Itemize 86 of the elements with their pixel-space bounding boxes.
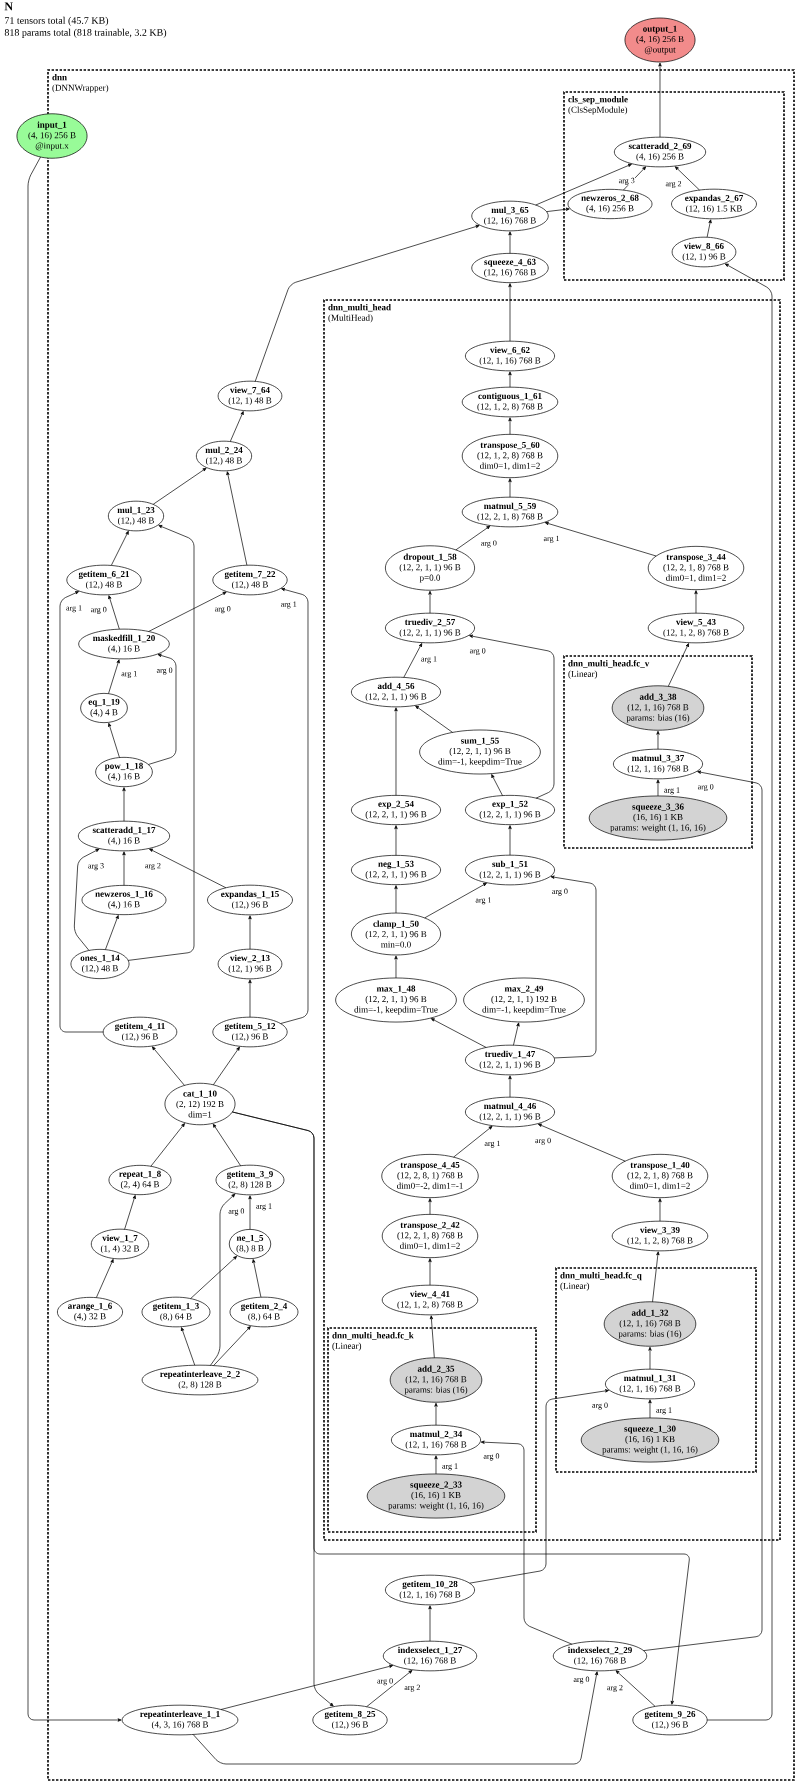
- arrow: [232, 1111, 690, 1705]
- arrow: [149, 848, 227, 889]
- arrow: [252, 1259, 262, 1298]
- arrow: [615, 1670, 656, 1707]
- arrow: [706, 263, 773, 1721]
- arrow: [220, 1664, 394, 1710]
- arrow: [152, 467, 207, 505]
- arrow: [429, 1315, 435, 1359]
- arrow: [105, 915, 119, 950]
- arrow: [623, 166, 647, 191]
- arrow: [248, 979, 252, 1018]
- arrow: [415, 705, 453, 733]
- arrow: [212, 1123, 241, 1167]
- arrow: [508, 371, 512, 388]
- arrow: [706, 219, 712, 238]
- arrow: [694, 590, 698, 614]
- arrow: [108, 595, 120, 630]
- arrow: [535, 163, 632, 206]
- arrow: [210, 1193, 236, 1366]
- arrow: [96, 1259, 114, 1298]
- arrow: [434, 1455, 438, 1475]
- arrow: [658, 62, 662, 138]
- arrow: [508, 478, 512, 498]
- arrow: [546, 207, 570, 212]
- arrow: [148, 591, 227, 632]
- arrow: [428, 590, 432, 614]
- arrow: [656, 779, 660, 797]
- arrow: [480, 1440, 573, 1645]
- arrow: [190, 1255, 238, 1299]
- arrow: [248, 915, 252, 950]
- arrow: [394, 955, 398, 979]
- arrow: [226, 471, 248, 566]
- arrow: [229, 411, 244, 442]
- arrow: [248, 1195, 252, 1230]
- arrow: [491, 774, 503, 796]
- arrow: [192, 1671, 599, 1765]
- arrow: [280, 587, 309, 1024]
- arrow: [122, 787, 126, 822]
- arrow: [213, 1326, 251, 1366]
- arrow: [150, 1123, 185, 1167]
- arrow: [508, 283, 512, 342]
- arrow: [455, 525, 491, 551]
- arrow: [469, 634, 555, 799]
- arrow: [108, 722, 120, 758]
- arrow: [152, 1046, 185, 1086]
- arrow: [652, 1251, 660, 1303]
- arrow: [513, 1022, 520, 1046]
- arrow: [428, 1605, 432, 1642]
- arrow: [674, 166, 700, 191]
- arrow: [469, 1389, 609, 1584]
- arrow: [508, 231, 512, 254]
- arrow: [537, 1123, 626, 1162]
- arrow: [430, 1018, 487, 1048]
- arrow: [122, 851, 126, 886]
- arrow: [667, 643, 689, 687]
- arrow: [453, 1125, 493, 1158]
- arrow: [648, 1399, 652, 1419]
- arrow: [366, 1670, 413, 1708]
- arrow: [403, 643, 423, 678]
- arrow: [59, 591, 104, 1033]
- arrow: [508, 1075, 512, 1098]
- arrow: [180, 1327, 196, 1366]
- arrow: [544, 521, 657, 557]
- arrow: [508, 417, 512, 435]
- arrow: [127, 525, 195, 961]
- arrow: [658, 1198, 662, 1222]
- arrow: [648, 1346, 652, 1370]
- arrow: [148, 653, 177, 765]
- arrow: [394, 707, 398, 796]
- arrow: [643, 770, 763, 1651]
- arrow: [213, 1046, 240, 1086]
- arrow: [656, 730, 660, 750]
- arrow: [434, 1402, 438, 1426]
- arrow: [108, 659, 120, 694]
- arrow: [73, 848, 100, 951]
- arrow: [394, 885, 398, 914]
- arrow: [110, 530, 129, 566]
- arrow: [27, 156, 122, 1722]
- arrow: [254, 224, 480, 382]
- arrow: [428, 1258, 432, 1286]
- arrow: [550, 875, 597, 1059]
- arrow: [428, 1198, 432, 1215]
- arrow: [508, 825, 512, 856]
- arrow: [424, 882, 487, 919]
- arrow: [394, 825, 398, 856]
- arrow: [124, 1195, 136, 1230]
